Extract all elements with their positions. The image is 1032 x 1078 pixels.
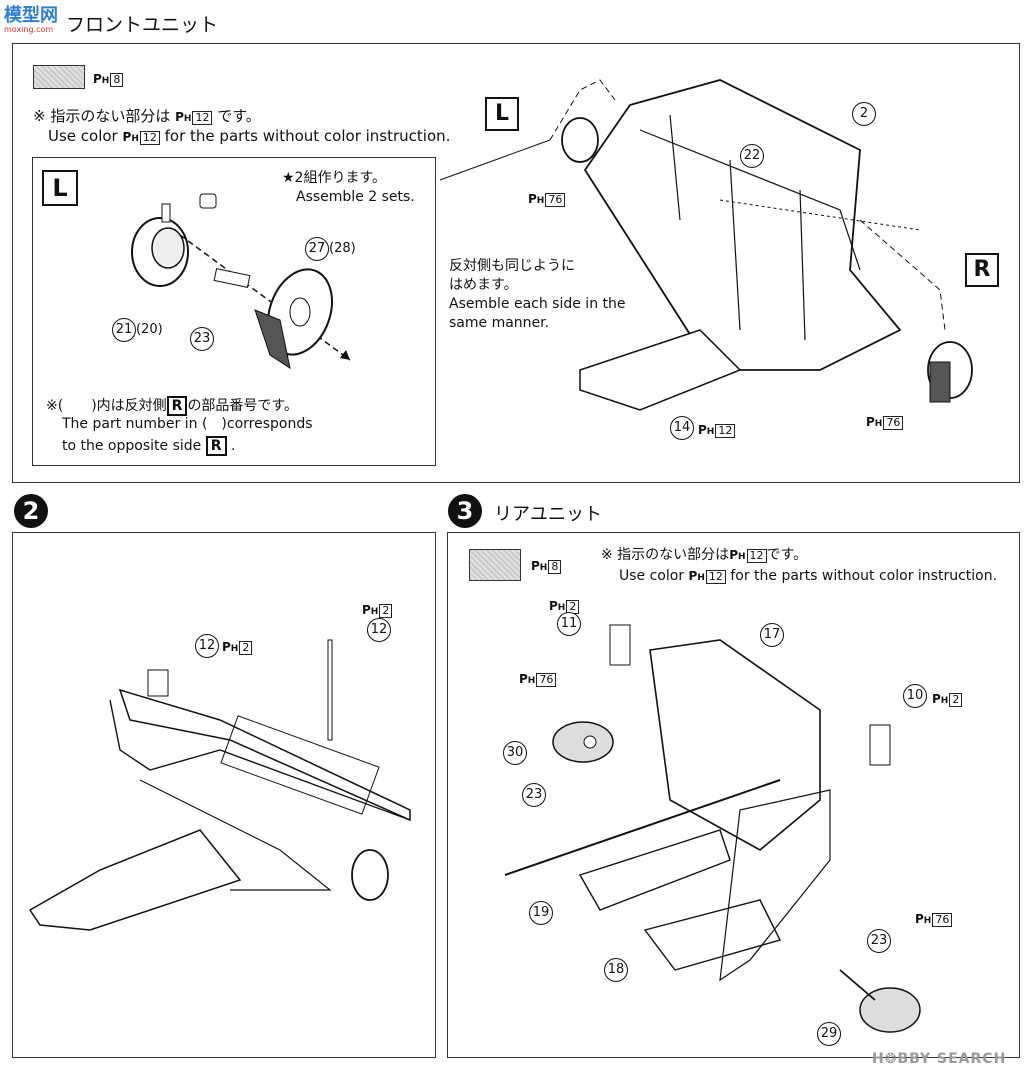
rear-part-30: 30 xyxy=(503,741,527,765)
part-14: 14 xyxy=(670,416,694,440)
inset-label-L: L xyxy=(42,170,78,206)
paren-R-box-2: R xyxy=(205,436,227,456)
part-20-paren: (20) xyxy=(136,322,163,337)
rear-part-11: 11 xyxy=(557,612,581,636)
part-23-inset: 23 xyxy=(190,327,214,351)
same-manner-en-2: same manner. xyxy=(449,315,550,331)
same-manner-jp-2: はめます。 xyxy=(449,277,518,293)
step-3-badge: 3 xyxy=(448,494,482,528)
rear-part-29: 29 xyxy=(817,1022,841,1046)
paren-note-en-1: The part number in ( )corresponds xyxy=(62,416,313,432)
part-27: 27 xyxy=(305,237,329,261)
color-swatch-front xyxy=(33,65,85,89)
rear-part-23b: 23 xyxy=(867,929,891,953)
step2-part-12a: 12 xyxy=(195,634,219,658)
color-swatch-rear xyxy=(469,549,521,581)
rear-part-19: 19 xyxy=(529,901,553,925)
site-logo: 模型网 moxing.com xyxy=(4,6,68,34)
paren-note-en-2: to the opposite side R . xyxy=(62,436,236,456)
same-manner-jp-1: 反対側も同じように xyxy=(449,258,575,274)
inset-assembly-box xyxy=(32,157,436,466)
logo-subtext: moxing.com xyxy=(4,25,54,34)
part-22: 22 xyxy=(740,144,764,168)
front-chassis-drawing xyxy=(440,70,1000,470)
part-21: 21 xyxy=(112,318,136,342)
paren-R-box-1: R xyxy=(166,396,188,416)
hobby-search-watermark: H❂BBY SEARCH xyxy=(872,1051,1007,1067)
rear-unit-title: リアユニット xyxy=(494,504,602,525)
same-manner-en-1: Asemble each side in the xyxy=(449,296,626,312)
step-2-badge: 2 xyxy=(14,494,48,528)
step-3-rear-drawing xyxy=(500,600,950,1040)
logo-text: 模型网 xyxy=(4,5,58,26)
front-label-L: L xyxy=(485,97,519,131)
rear-part-18: 18 xyxy=(604,958,628,982)
front-label-R: R xyxy=(965,253,999,287)
part-2: 2 xyxy=(852,102,876,126)
assemble-jp: ★2組作ります。 xyxy=(282,170,387,186)
front-unit-title: フロントユニット xyxy=(66,14,219,36)
inset-knuckle-drawing xyxy=(120,190,380,390)
rear-part-23a: 23 xyxy=(522,783,546,807)
assemble-en: Assemble 2 sets. xyxy=(296,189,415,205)
part-28-paren: (28) xyxy=(329,241,356,256)
rear-part-10: 10 xyxy=(903,684,927,708)
step-2-chassis-drawing xyxy=(30,630,420,930)
rear-part-17: 17 xyxy=(760,623,784,647)
step2-part-12b: 12 xyxy=(367,618,391,642)
